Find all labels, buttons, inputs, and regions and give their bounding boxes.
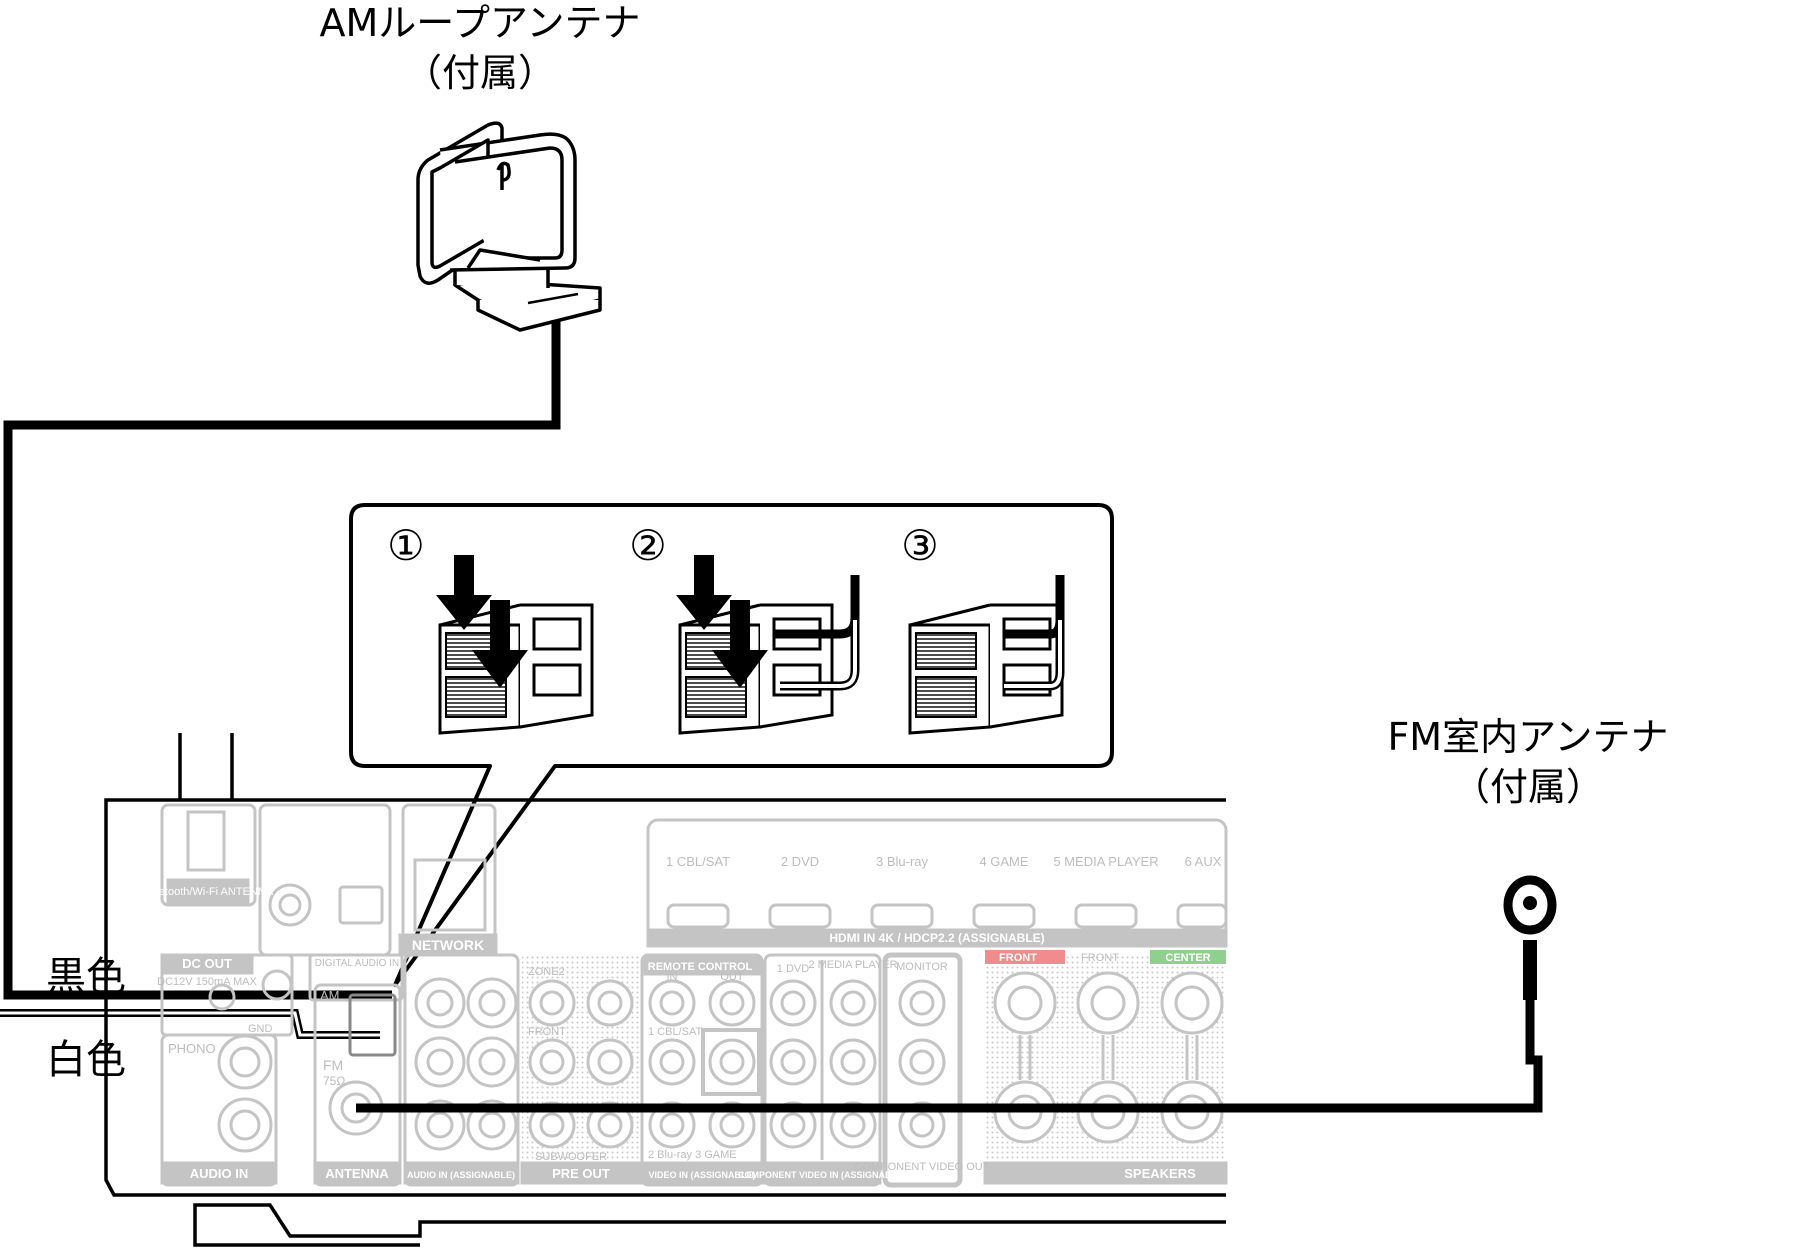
dc-out-label: DC OUT — [182, 956, 232, 971]
step-1: ① — [387, 521, 425, 570]
press-arrows-step-2 — [676, 555, 768, 688]
push-terminal-3 — [908, 603, 1064, 735]
comp-1-label: 1 DVD — [777, 963, 809, 975]
receiver-rear-outline — [104, 733, 1226, 1247]
rc-out-label: OUT — [720, 971, 744, 983]
step-number-1: ① — [387, 521, 425, 570]
front-l-label: FRONT — [1081, 952, 1119, 964]
am-antenna-cable — [3, 320, 561, 1000]
front-preout-label: FRONT — [528, 1026, 566, 1038]
hdmi-input-1-label: 1 CBL/SAT — [666, 854, 730, 869]
push-terminal-1 — [438, 603, 594, 735]
front-r-label: FRONT — [999, 952, 1037, 964]
component-video-out-label: COMPONENT VIDEO OUT — [855, 1161, 990, 1173]
comp-monitor-label: MONITOR — [896, 961, 948, 973]
video-in-23-label: 2 Blu-ray 3 GAME — [648, 1149, 737, 1161]
antenna-section-label: ANTENNA — [325, 1166, 389, 1181]
step-number-2: ② — [629, 521, 667, 570]
audio-in-label: AUDIO IN — [190, 1166, 249, 1181]
fm-antenna-included-label: （付属） — [1452, 765, 1604, 809]
am-loop-antenna — [416, 121, 602, 332]
black-wire-label: 黒色 — [46, 954, 126, 1000]
am-white-wire — [0, 1009, 380, 1039]
white-wire-label: 白色 — [46, 1037, 126, 1083]
hdmi-in-label: HDMI IN 4K / HDCP2.2 (ASSIGNABLE) — [829, 931, 1044, 945]
fm-antenna-cable — [356, 995, 1543, 1113]
fm-ohm-label: 75Ω — [323, 1074, 345, 1088]
am-terminal-label: AM — [320, 988, 340, 1003]
video-in-1-label: 1 CBL/SAT — [648, 1026, 702, 1038]
remote-control-label: REMOTE CONTROL — [648, 961, 753, 973]
audio-in-assignable-label: AUDIO IN (ASSIGNABLE) — [407, 1170, 515, 1180]
speakers-label: SPEAKERS — [1124, 1166, 1196, 1181]
rear-panel-details — [160, 803, 1228, 1188]
center-label: CENTER — [1165, 952, 1210, 964]
step-number-3: ③ — [901, 521, 939, 570]
video-in-assignable-label: VIDEO IN (ASSIGNABLE) — [648, 1170, 755, 1180]
component-video-in-label: COMPONENT VIDEO IN (ASSIGNABLE) — [738, 1170, 906, 1180]
dc-spec-label: DC12V 150mA MAX — [157, 976, 257, 988]
network-label: NETWORK — [412, 937, 484, 953]
bt-antenna-label: Bluetooth/Wi-Fi ANTENNA — [143, 886, 274, 898]
phono-label: PHONO — [168, 1041, 216, 1056]
hdmi-input-2-label: 2 DVD — [781, 854, 819, 869]
press-arrows-step-1 — [436, 555, 528, 688]
fm-indoor-antenna-plug — [1503, 875, 1557, 1000]
am-antenna-title: AMループアンテナ — [320, 1, 641, 45]
pre-out-label: PRE OUT — [552, 1166, 610, 1181]
step-2: ② — [629, 521, 667, 570]
zone2-label: ZONE2 — [528, 966, 565, 978]
hdmi-input-3-label: 3 Blu-ray — [876, 854, 929, 869]
rc-in-label: IN — [667, 971, 678, 983]
subwoofer-label: SUBWOOFER — [535, 1151, 607, 1163]
hdmi-input-6-label: 6 AUX — [1185, 854, 1222, 869]
fm-antenna-title: FM室内アンテナ — [1387, 715, 1668, 759]
hdmi-input-5-label: 5 MEDIA PLAYER — [1053, 854, 1158, 869]
hdmi-input-4-label: 4 GAME — [979, 854, 1028, 869]
am-antenna-included-label: （付属） — [404, 51, 556, 95]
digital-audio-in-label: DIGITAL AUDIO IN — [315, 958, 399, 969]
step-3: ③ — [901, 521, 939, 570]
fm-label: FM — [323, 1057, 343, 1073]
inserting-wires-step-2 — [774, 575, 860, 691]
connected-wires-step-3 — [1004, 575, 1065, 691]
comp-2-label: 2 MEDIA PLAYER — [808, 959, 897, 971]
gnd-label: GND — [248, 1023, 273, 1035]
